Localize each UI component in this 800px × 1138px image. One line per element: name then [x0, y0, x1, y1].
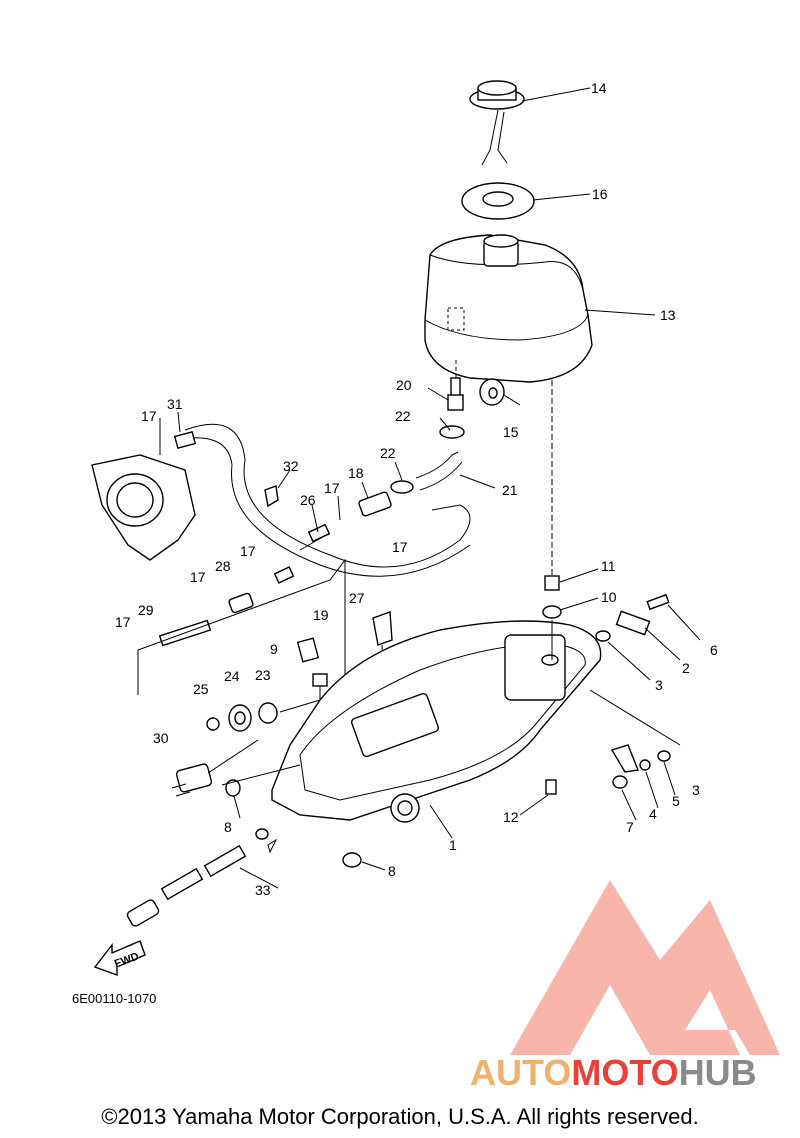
callout-26: 26: [300, 492, 316, 508]
clip: [264, 485, 279, 508]
callout-10: 10: [601, 589, 617, 605]
callout-9: 9: [270, 641, 278, 657]
callout-17b: 17: [392, 539, 408, 555]
callout-12: 12: [503, 809, 519, 825]
hose-joint: [358, 491, 392, 517]
logo-auto: AUTO: [470, 1052, 571, 1090]
callout-27: 27: [349, 590, 365, 606]
callout-15: 15: [503, 424, 519, 440]
callout-7: 7: [626, 819, 634, 835]
callout-2: 2: [682, 660, 690, 676]
grommet: [479, 378, 505, 406]
intake-housing: [91, 431, 197, 561]
callout-14: 14: [591, 80, 607, 96]
pressure-fitting: [158, 592, 254, 647]
callout-3b: 3: [692, 782, 700, 798]
callout-28: 28: [215, 558, 231, 574]
logo-hub: HUB: [679, 1052, 757, 1090]
callout-8b: 8: [388, 863, 396, 879]
callout-3a: 3: [655, 677, 663, 693]
callout-17e: 17: [190, 569, 206, 585]
svg-text:AUTOMOTOHUB: AUTOMOTOHUB: [470, 1052, 757, 1090]
fuel-cap: [469, 80, 525, 166]
fuel-tank: [424, 234, 593, 383]
callout-22a: 22: [395, 408, 411, 424]
callout-17f: 17: [115, 614, 131, 630]
callout-31: 31: [167, 396, 183, 412]
callout-24: 24: [224, 668, 240, 684]
bottom-cowling: [271, 620, 602, 823]
label: [296, 637, 320, 663]
callout-4: 4: [649, 806, 657, 822]
callout-16: 16: [592, 186, 608, 202]
stop-switch: [171, 763, 213, 797]
callout-17c: 17: [141, 408, 157, 424]
choke-cable: [126, 828, 278, 927]
bracket: [372, 611, 393, 646]
callout-13: 13: [660, 307, 676, 323]
callout-22b: 22: [380, 445, 396, 461]
callout-19: 19: [313, 607, 329, 623]
callout-33: 33: [255, 882, 271, 898]
fuel-line: [184, 423, 471, 568]
mount-parts: [542, 575, 562, 795]
callout-32: 32: [283, 458, 299, 474]
callout-25: 25: [193, 681, 209, 697]
screw-set: [595, 593, 671, 789]
callout-17d: 17: [240, 543, 256, 559]
callout-6: 6: [710, 642, 718, 658]
callout-30: 30: [153, 730, 169, 746]
fuel-valve: [447, 360, 464, 411]
gasket-ring: [461, 182, 535, 220]
automotohub-logo: AUTOMOTOHUB: [470, 880, 780, 1090]
copyright-notice: ©2013 Yamaha Motor Corporation, U.S.A. A…: [101, 1104, 699, 1129]
callout-23: 23: [255, 667, 271, 683]
drawing-code: 6E00110-1070: [72, 991, 157, 1006]
logo-moto: MOTO: [571, 1052, 678, 1090]
parts-diagram: FWD 14 16 13 20 15 22 22 18 21 32 17 26 …: [91, 80, 718, 976]
callout-8a: 8: [224, 819, 232, 835]
callout-17a: 17: [324, 480, 340, 496]
callout-20: 20: [396, 377, 412, 393]
callout-18: 18: [348, 465, 364, 481]
callout-21: 21: [502, 482, 518, 498]
callout-11: 11: [601, 558, 616, 574]
callout-5: 5: [672, 793, 680, 809]
grommet-set: [206, 702, 278, 732]
fuel-hose: [415, 451, 463, 491]
callout-1: 1: [449, 837, 457, 853]
hose-clip: [390, 425, 465, 494]
callout-29: 29: [138, 602, 154, 618]
fwd-arrow: FWD: [93, 940, 146, 976]
